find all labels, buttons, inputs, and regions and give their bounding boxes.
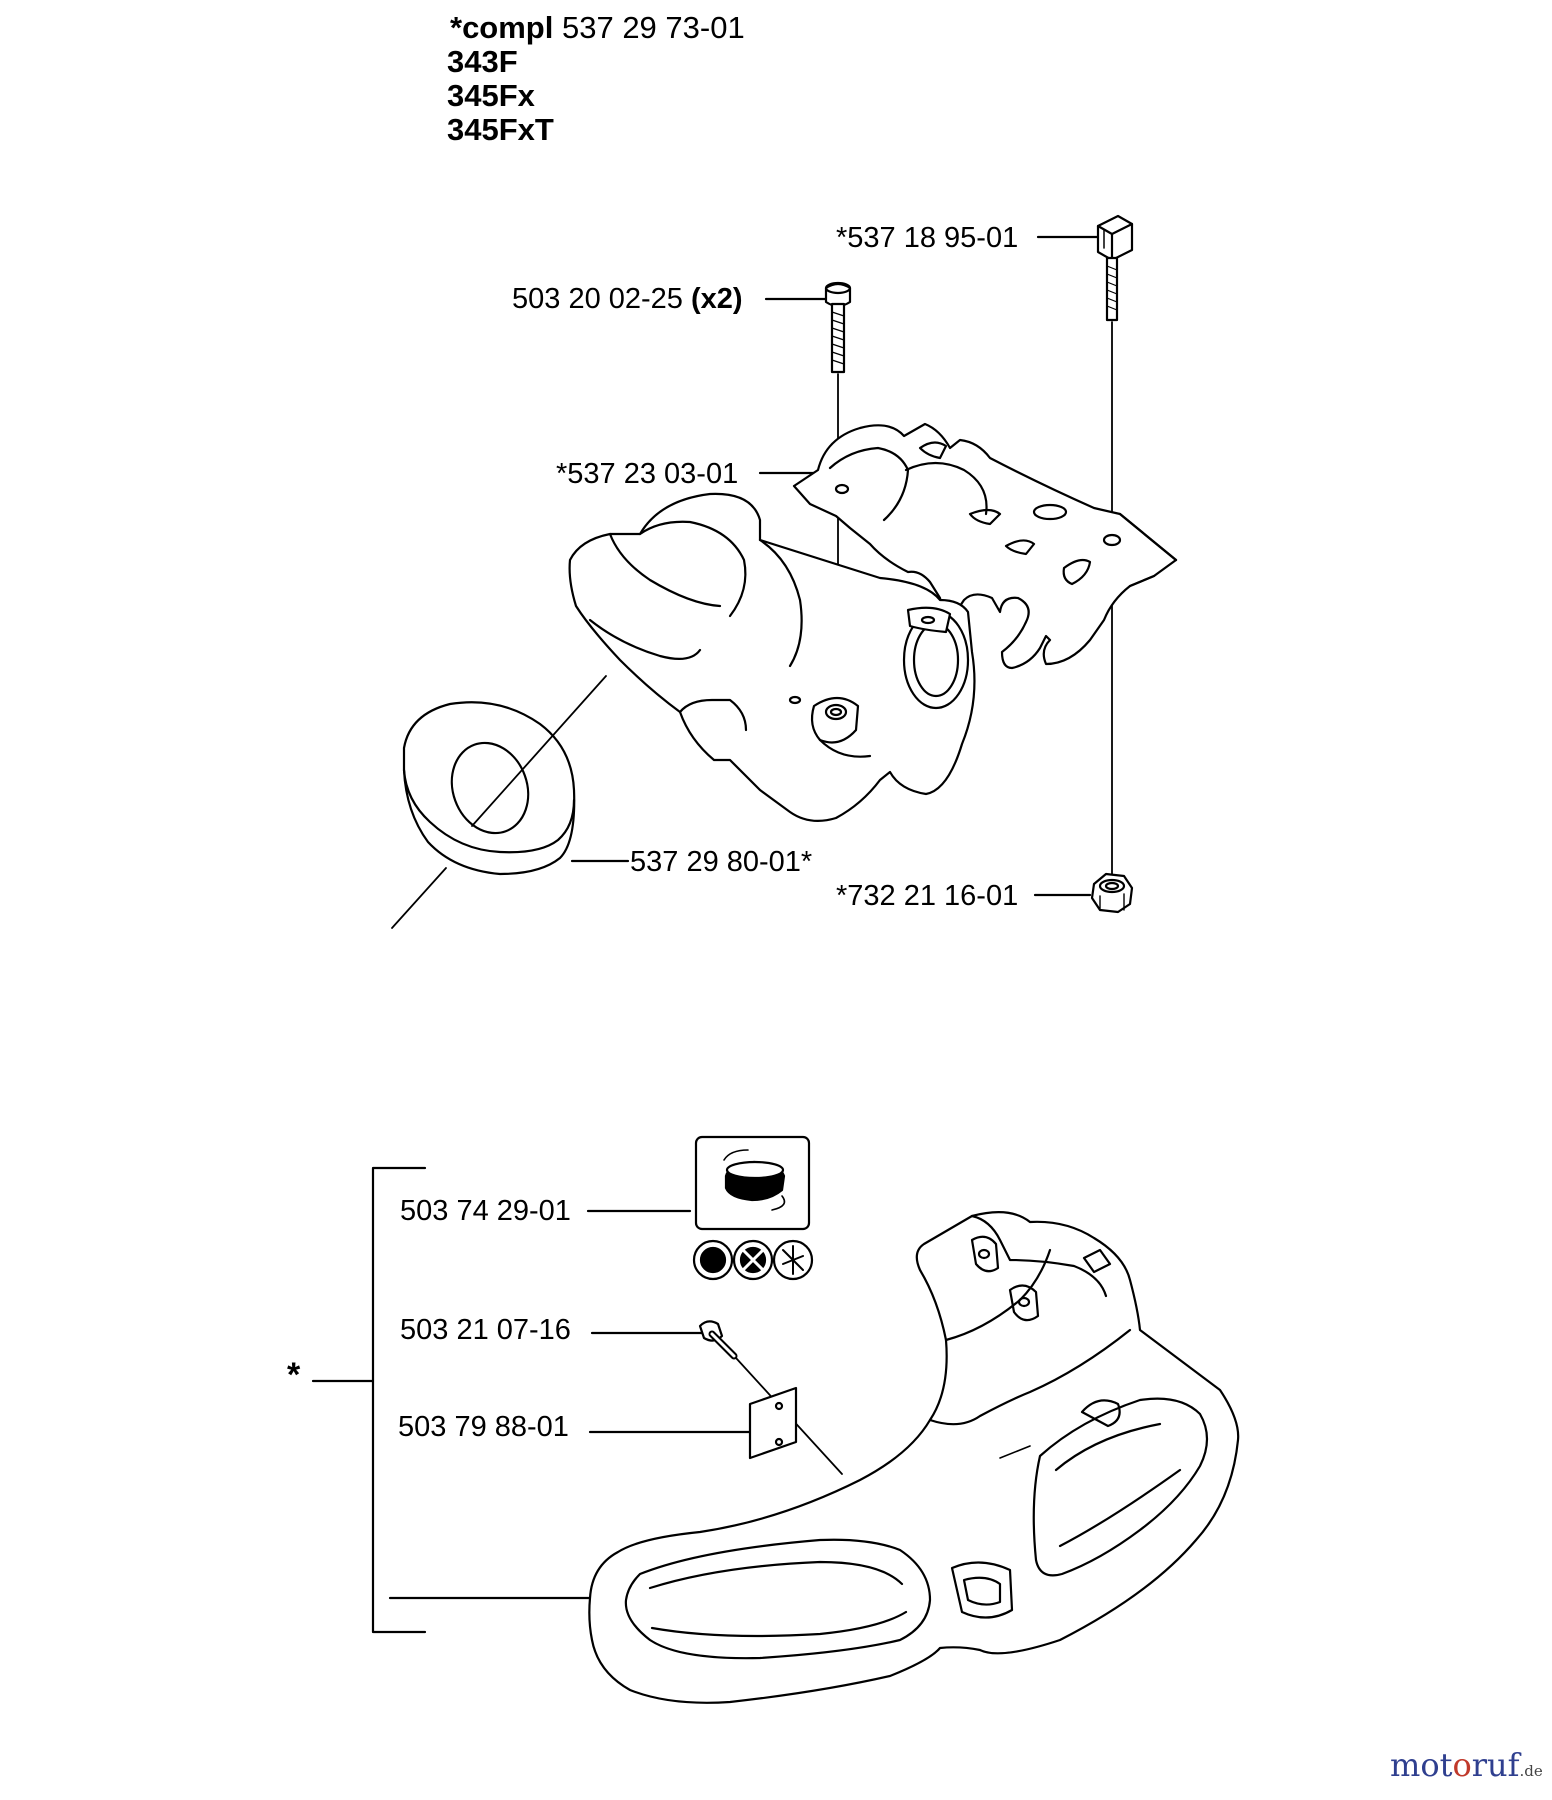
part-qty: (x2) <box>691 283 743 315</box>
kit-prefix: *compl <box>450 10 554 45</box>
group-bracket <box>371 1166 427 1634</box>
watermark-logo: motoruf.de <box>1390 1746 1543 1784</box>
part-label-503-74-29-01: 503 74 29-01 <box>400 1195 571 1227</box>
trimmer-guard <box>588 1211 1240 1704</box>
trimmer-head-icon <box>692 1135 814 1281</box>
kit-number-line: *compl 537 29 73-01 <box>450 12 745 43</box>
screw-and-line-cutter <box>698 1320 843 1475</box>
part-label-503-79-88-01: 503 79 88-01 <box>398 1411 569 1443</box>
watermark-part-b: o <box>1452 1746 1472 1784</box>
part-label-537-23-03-01: *537 23 03-01 <box>556 458 739 490</box>
kit-number: 537 29 73-01 <box>561 10 745 45</box>
watermark-part-a: mot <box>1390 1746 1453 1784</box>
part-number: 503 20 02-25 <box>512 283 683 315</box>
part-label-537-29-80-01: 537 29 80-01* <box>630 846 813 878</box>
watermark-part-c: ruf <box>1471 1746 1520 1784</box>
bolt-square-head <box>1096 214 1134 881</box>
part-label-503-21-07-16: 503 21 07-16 <box>400 1314 571 1346</box>
group-asterisk: * <box>287 1356 301 1394</box>
leader-lines <box>311 235 1102 1634</box>
part-label-537-18-95-01: *537 18 95-01 <box>836 222 1019 254</box>
watermark-part-d: .de <box>1519 1762 1543 1780</box>
washer <box>391 675 607 929</box>
model-345Fx: 345Fx <box>447 78 535 113</box>
gear-housing <box>568 492 976 823</box>
part-label-732-21-16-01: *732 21 16-01 <box>836 880 1019 912</box>
model-343F: 343F <box>447 44 518 79</box>
hex-nut <box>1090 872 1134 914</box>
model-345FxT: 345FxT <box>447 112 554 147</box>
part-label-503-20-02-25: 503 20 02-25 (x2) <box>512 285 743 314</box>
